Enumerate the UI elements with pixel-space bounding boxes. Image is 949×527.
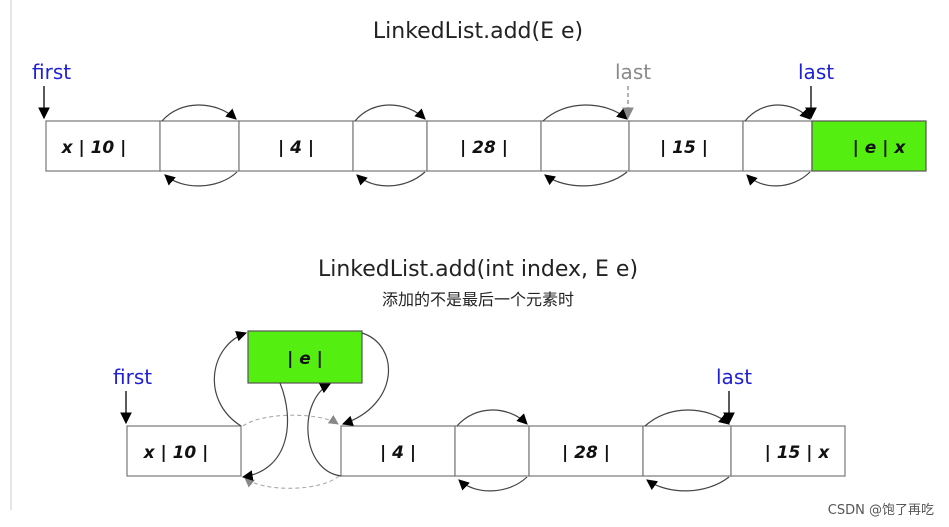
link-gap <box>352 120 428 172</box>
node-label: | 4 | <box>380 443 416 463</box>
diagram2-subtitle: 添加的不是最后一个元素时 <box>382 290 574 309</box>
prev-link-arrow <box>164 171 238 187</box>
diagram1-node-list: x | 10 | | 4 | | 28 | | 15 | | e | x <box>45 120 927 172</box>
link-gap <box>540 120 630 172</box>
first-pointer-label: first <box>113 365 152 389</box>
diagram2-title: LinkedList.add(int index, E e) <box>318 257 638 282</box>
next-link-arrow <box>456 409 528 427</box>
next-link-arrow <box>161 104 237 122</box>
link-gap <box>642 425 732 477</box>
node-label: | 28 | <box>562 443 610 463</box>
prev-link-arrow <box>544 171 628 187</box>
inserted-node-label: | e | <box>287 349 323 369</box>
next-link-arrow <box>744 104 811 122</box>
node-label: | 15 | x <box>765 443 831 463</box>
prev-to-inserted-arrow <box>307 383 342 477</box>
node-box <box>426 120 542 172</box>
prev-link-arrow <box>458 476 528 492</box>
node-label: | 28 | <box>460 138 508 158</box>
inserted-prev-arrow <box>241 382 289 481</box>
node-box <box>340 425 456 477</box>
watermark: CSDN @饱了再吃 <box>828 502 934 518</box>
node-box <box>628 120 744 172</box>
new-node-label: | e | x <box>853 138 907 158</box>
node-box <box>528 425 644 477</box>
diagram2-node-list: x | 10 | | 4 | | 28 | | 15 | x <box>126 425 846 477</box>
prev-link-arrow <box>646 476 730 492</box>
prev-link-arrow <box>746 171 811 187</box>
old-prev-link-arrow <box>244 475 340 489</box>
link-gap <box>454 425 530 477</box>
inserted-node-box <box>247 330 363 384</box>
node-label: | 4 | <box>278 138 314 158</box>
new-last-pointer-label: last <box>798 60 834 84</box>
diagram2-old-links <box>242 414 340 489</box>
next-to-inserted-arrow <box>213 330 248 427</box>
node-box <box>45 120 161 172</box>
next-link-arrow <box>542 104 628 122</box>
node-label: | 15 | <box>660 138 708 158</box>
last-pointer-label: last <box>716 365 752 389</box>
diagram2-new-links <box>213 330 730 492</box>
diagram1-title: LinkedList.add(E e) <box>373 19 583 44</box>
link-gap <box>742 120 813 172</box>
next-link-arrow <box>354 104 426 122</box>
node-label: x | 10 | <box>143 443 209 463</box>
next-link-arrow <box>644 409 730 427</box>
new-node-box <box>811 120 927 172</box>
old-next-link-arrow <box>242 414 339 427</box>
prev-link-arrow <box>356 171 426 187</box>
first-pointer-label: first <box>32 60 71 84</box>
node-label: x | 10 | <box>61 138 127 158</box>
node-box <box>126 425 242 477</box>
link-gap <box>159 120 240 172</box>
node-box <box>730 425 846 477</box>
diagram1-links <box>161 104 811 187</box>
inserted-next-arrow <box>341 332 390 427</box>
old-last-pointer-label: last <box>615 60 651 84</box>
